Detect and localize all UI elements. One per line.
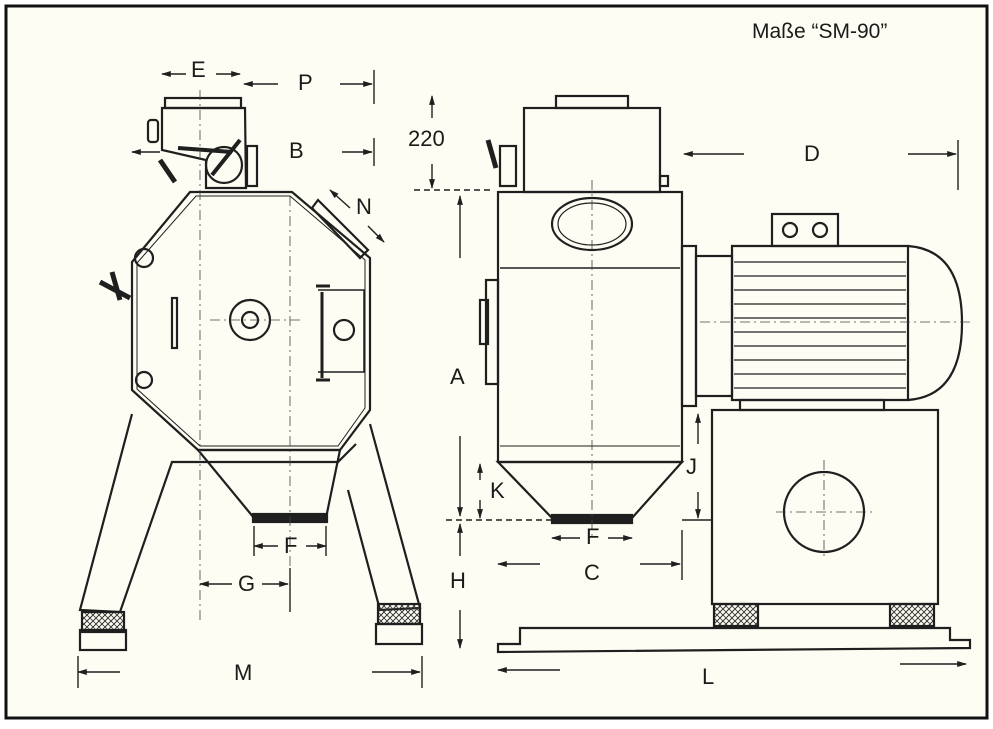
- dimension-label-n: N: [356, 194, 372, 219]
- dimension-label-p: P: [298, 70, 313, 95]
- front-view-centerlines: [591, 180, 970, 560]
- dimension-lines: [77, 70, 967, 688]
- dimension-label-b: B: [289, 138, 304, 163]
- drawing-title: Maße “SM-90”: [752, 20, 887, 43]
- dimension-label-a: A: [450, 364, 465, 389]
- dimension-label-h: H: [450, 568, 466, 593]
- dimension-label-f-left: F: [284, 533, 297, 558]
- motor-cooling-fins: [734, 261, 906, 389]
- drawing-border: [4, 4, 989, 720]
- dimension-label-e: E: [191, 57, 206, 82]
- side-view-centerlines: [199, 90, 300, 620]
- dimension-label-d: D: [804, 141, 820, 166]
- dimension-label-g: G: [238, 571, 255, 596]
- dimension-label-c: C: [584, 560, 600, 585]
- dimension-label-220: 220: [408, 126, 445, 151]
- dimension-label-f-right: F: [586, 524, 599, 549]
- dimension-label-l: L: [702, 664, 714, 689]
- dimension-label-j: J: [686, 454, 697, 479]
- dimension-label-k: K: [490, 478, 505, 503]
- dimension-label-m: M: [234, 660, 252, 685]
